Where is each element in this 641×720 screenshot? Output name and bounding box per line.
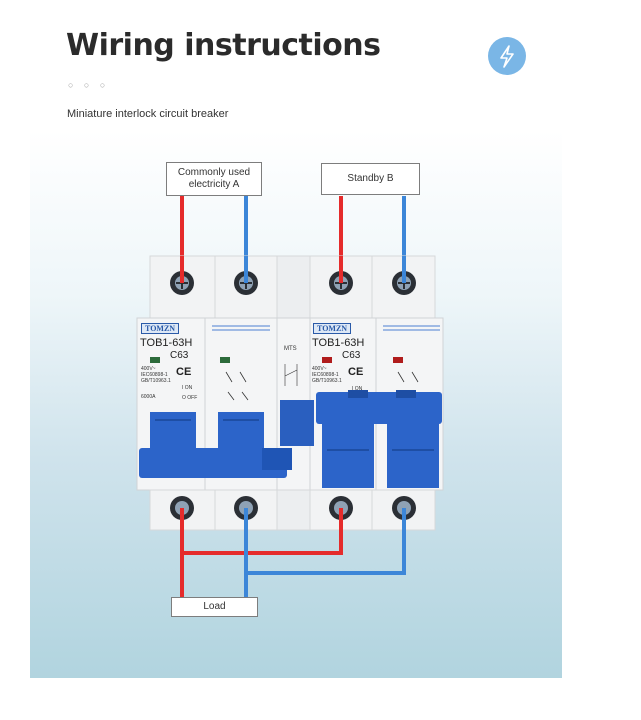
- left-model: TOB1-63H: [140, 337, 193, 349]
- lightning-bolt-icon: [488, 37, 526, 75]
- right-model: TOB1-63H: [312, 337, 365, 349]
- load-wiring: [180, 508, 406, 597]
- mts-label: MTS: [284, 346, 297, 352]
- indicator-green-left-2: [220, 357, 230, 363]
- right-brand-logo: TOMZN: [313, 323, 352, 334]
- right-breaker-handles: [316, 390, 442, 488]
- source-a-label: Commonly used electricity A: [166, 162, 262, 196]
- right-rating: C63: [342, 350, 361, 361]
- interlock-bar: [280, 400, 314, 446]
- left-on-text: I ON: [182, 385, 193, 391]
- left-off-text: O OFF: [182, 395, 198, 401]
- left-rating: C63: [170, 350, 189, 361]
- load-label: Load: [171, 597, 258, 617]
- left-brand-logo: TOMZN: [141, 323, 180, 334]
- right-ce-mark: CE: [348, 366, 364, 378]
- left-specs: 400V~ IEC60898-1 GB/T10963.1: [141, 366, 171, 384]
- subtitle: Miniature interlock circuit breaker: [67, 108, 229, 120]
- decorative-dots: ○ ○ ○: [68, 80, 110, 90]
- right-on-text: I ON: [352, 386, 363, 392]
- source-b-label: Standby B: [321, 163, 420, 195]
- indicator-red-right: [322, 357, 332, 363]
- left-capacity: 6000A: [141, 394, 156, 400]
- indicator-green-left: [150, 357, 160, 363]
- indicator-red-right-2: [393, 357, 403, 363]
- page-title: Wiring instructions: [66, 28, 381, 63]
- left-breaker-handles: [139, 412, 292, 478]
- left-ce-mark: CE: [176, 366, 192, 378]
- right-specs: 400V~ IEC60898-1 GB/T10963.1: [312, 366, 342, 384]
